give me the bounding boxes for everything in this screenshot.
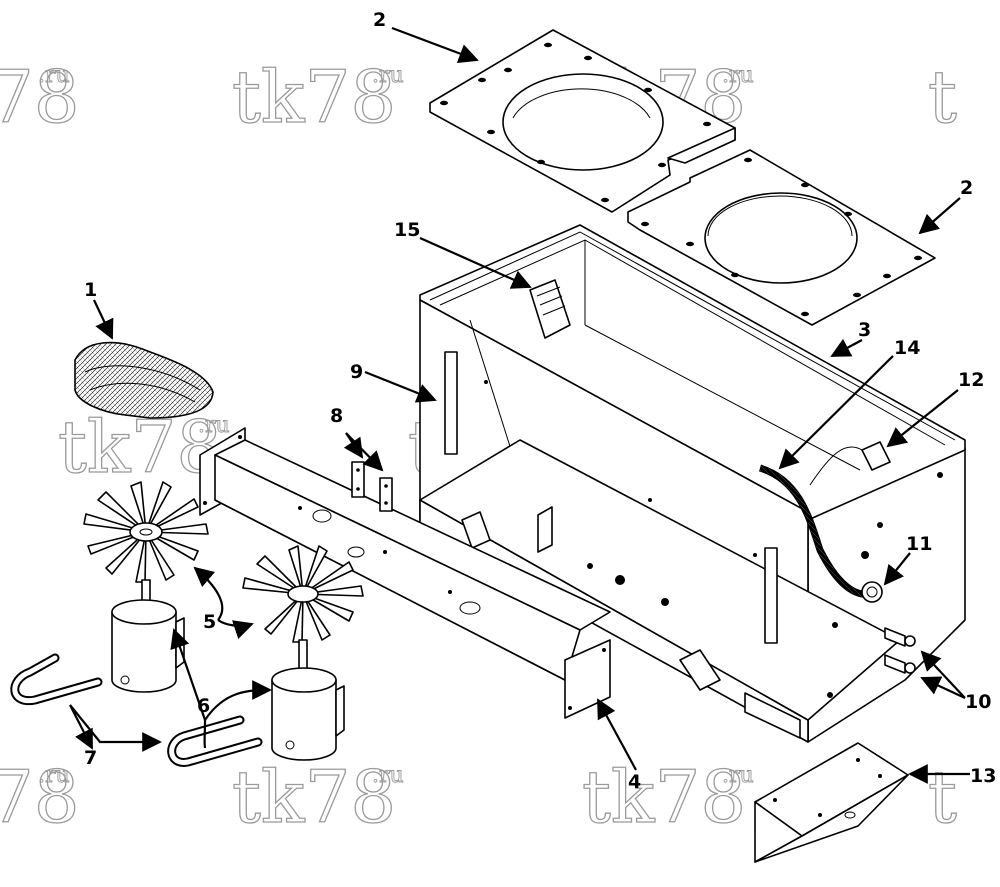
watermark-suffix: .ru — [38, 763, 70, 788]
watermark-partial-right-2: t — [928, 755, 957, 839]
watermark-text: tk78 — [232, 755, 396, 839]
callout-4: 4 — [628, 771, 641, 793]
fan-mounting-beam — [199, 427, 611, 719]
callout-13: 13 — [970, 765, 996, 787]
watermark-text: tk78 — [232, 55, 396, 139]
top-plate-right — [627, 149, 936, 326]
watermark-partial-right-1: t — [928, 55, 957, 139]
callout-15: 15 — [394, 219, 420, 241]
fan-motor-right — [271, 639, 345, 761]
u-bolt-large — [10, 653, 103, 706]
drain-fittings — [884, 627, 916, 674]
watermark-suffix: .ru — [722, 63, 754, 88]
evaporator-housing — [419, 224, 966, 743]
callout-8: 8 — [330, 405, 343, 427]
callout-6: 6 — [197, 695, 210, 717]
watermark-text: tk78 — [58, 405, 222, 489]
callout-11: 11 — [906, 533, 932, 555]
callout-10: 10 — [965, 691, 991, 713]
callout-2-top-plate: 2 — [373, 9, 386, 31]
callout-2-top-plate-right: 2 — [960, 177, 973, 199]
callout-7: 7 — [84, 747, 97, 769]
watermark-suffix: .ru — [198, 413, 230, 438]
watermark-text: tk78 — [582, 755, 746, 839]
mounting-holes — [440, 42, 711, 203]
watermark-suffix: .ru — [372, 763, 404, 788]
fan-guard — [74, 341, 214, 419]
watermark-partial-left-1: 78 — [0, 55, 80, 139]
u-bolt-small — [167, 715, 263, 767]
fan-motor-left — [111, 579, 185, 693]
callout-3: 3 — [858, 319, 871, 341]
control-module — [529, 279, 571, 339]
watermark-suffix: .ru — [372, 63, 404, 88]
mounting-clips — [351, 461, 393, 512]
callout-14: 14 — [894, 337, 920, 359]
watermark-suffix: .ru — [722, 763, 754, 788]
callout-9: 9 — [350, 361, 363, 383]
callout-12: 12 — [958, 369, 984, 391]
callout-leaders — [69, 26, 970, 784]
fan-blade-left — [83, 481, 209, 583]
top-plate-left — [429, 29, 736, 213]
watermark-suffix: .ru — [38, 63, 70, 88]
callout-1: 1 — [84, 279, 97, 301]
fan-blade-right — [242, 545, 364, 643]
callout-5: 5 — [203, 611, 216, 633]
drain-shroud — [754, 742, 909, 863]
watermark-partial-left-2: 78 — [0, 755, 80, 839]
callout-labels: 2 2 3 15 1 9 8 14 12 11 10 13 4 5 6 7 — [84, 9, 996, 793]
